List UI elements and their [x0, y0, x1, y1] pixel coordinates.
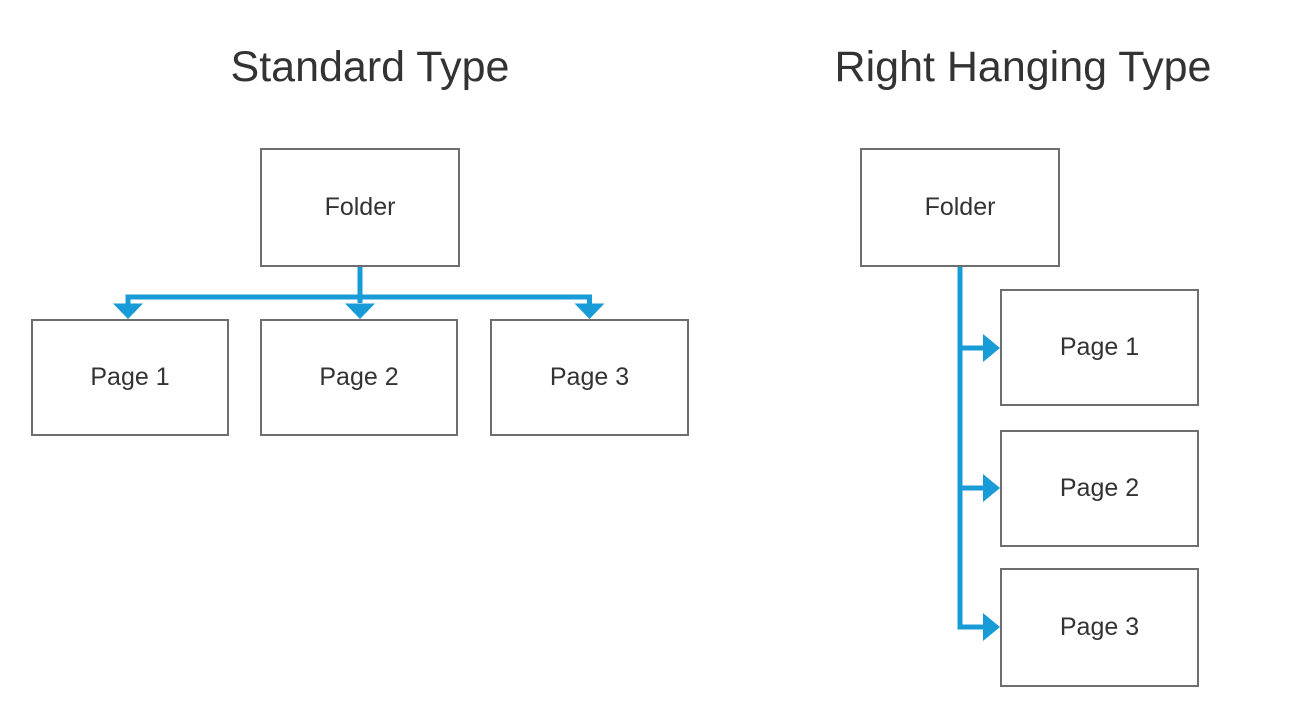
node-label: Folder [324, 193, 396, 221]
arrowhead-right-icon [983, 474, 1000, 502]
arrowhead-down-icon [113, 303, 143, 319]
node-label: Page 3 [549, 363, 630, 391]
standard-type-title: Standard Type [230, 43, 510, 91]
standard-page2-box: Page 2 [260, 319, 458, 436]
right-hanging-page3-box: Page 3 [1000, 568, 1199, 687]
connector-vertical-rail [957, 267, 983, 630]
node-label: Page 2 [319, 363, 399, 391]
connector-horizontal-rail [125, 294, 592, 304]
node-label: Page 1 [90, 363, 170, 391]
arrowhead-right-icon [983, 613, 1000, 641]
standard-page3-box: Page 3 [490, 319, 689, 436]
right-hanging-page1-box: Page 1 [1000, 289, 1199, 406]
node-label: Page 2 [1059, 474, 1140, 502]
standard-type-connectors [113, 267, 605, 319]
right-hanging-folder-box: Folder [860, 148, 1060, 267]
arrowhead-right-icon [983, 334, 1000, 362]
node-label: Folder [924, 193, 996, 221]
arrowhead-down-icon [574, 303, 605, 319]
right-hanging-type-title: Right Hanging Type [834, 43, 1212, 91]
arrowhead-down-icon [345, 303, 375, 319]
right-hanging-page2-box: Page 2 [1000, 430, 1199, 547]
standard-page1-box: Page 1 [31, 319, 229, 436]
node-label: Page 1 [1059, 333, 1140, 361]
right-hanging-type-connectors [957, 267, 1000, 641]
standard-folder-box: Folder [260, 148, 460, 267]
node-label: Page 3 [1059, 613, 1140, 641]
